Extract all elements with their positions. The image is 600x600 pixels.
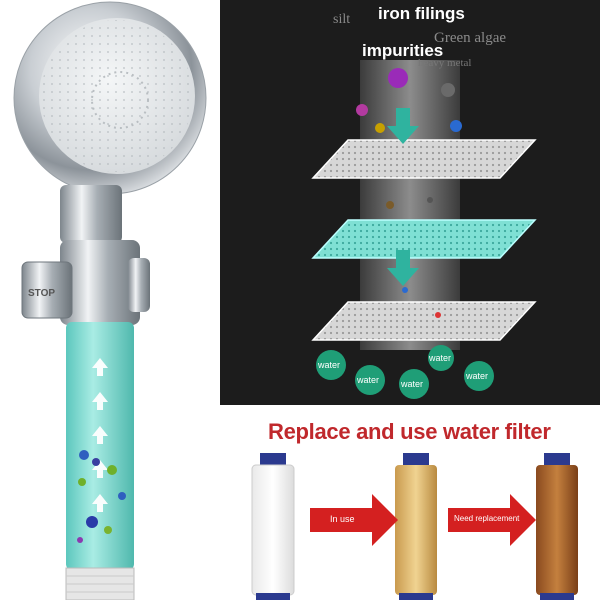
shower-head-icon: STOP (13, 1, 207, 600)
filtration-illustration (311, 60, 537, 399)
arrow-right-icon (310, 494, 398, 546)
replacement-panel: Replace and use water filter In use (220, 405, 600, 600)
bacteria-icon (356, 68, 462, 318)
stage-label-in-use: In use (330, 514, 355, 524)
water-label-2: water (357, 375, 380, 385)
shower-head-panel: STOP (0, 0, 220, 600)
stage-label-need-replacement: Need replacement (454, 514, 520, 523)
label-silt: silt (333, 12, 351, 27)
bacteria-icon (77, 450, 126, 543)
label-impurities: impurities (362, 41, 444, 60)
replace-title: Replace and use water filter (268, 419, 551, 444)
water-drops (316, 345, 494, 399)
stop-label: STOP (28, 288, 55, 299)
water-label-1: water (318, 360, 341, 370)
arrow-right-icon (448, 494, 536, 546)
label-green-algae: Green algae (434, 30, 507, 46)
filtration-diagram: silt iron filings Green algae impurities… (220, 0, 600, 405)
label-heavy-metal: heavy metal (418, 57, 472, 69)
label-iron-filings: iron filings (378, 4, 465, 23)
up-arrow-icon (92, 358, 108, 512)
down-arrow-icon (387, 108, 419, 286)
water-label-4: water (429, 353, 452, 363)
water-label-5: water (466, 371, 489, 381)
filter-stages (251, 453, 578, 600)
water-label-3: water (401, 379, 424, 389)
